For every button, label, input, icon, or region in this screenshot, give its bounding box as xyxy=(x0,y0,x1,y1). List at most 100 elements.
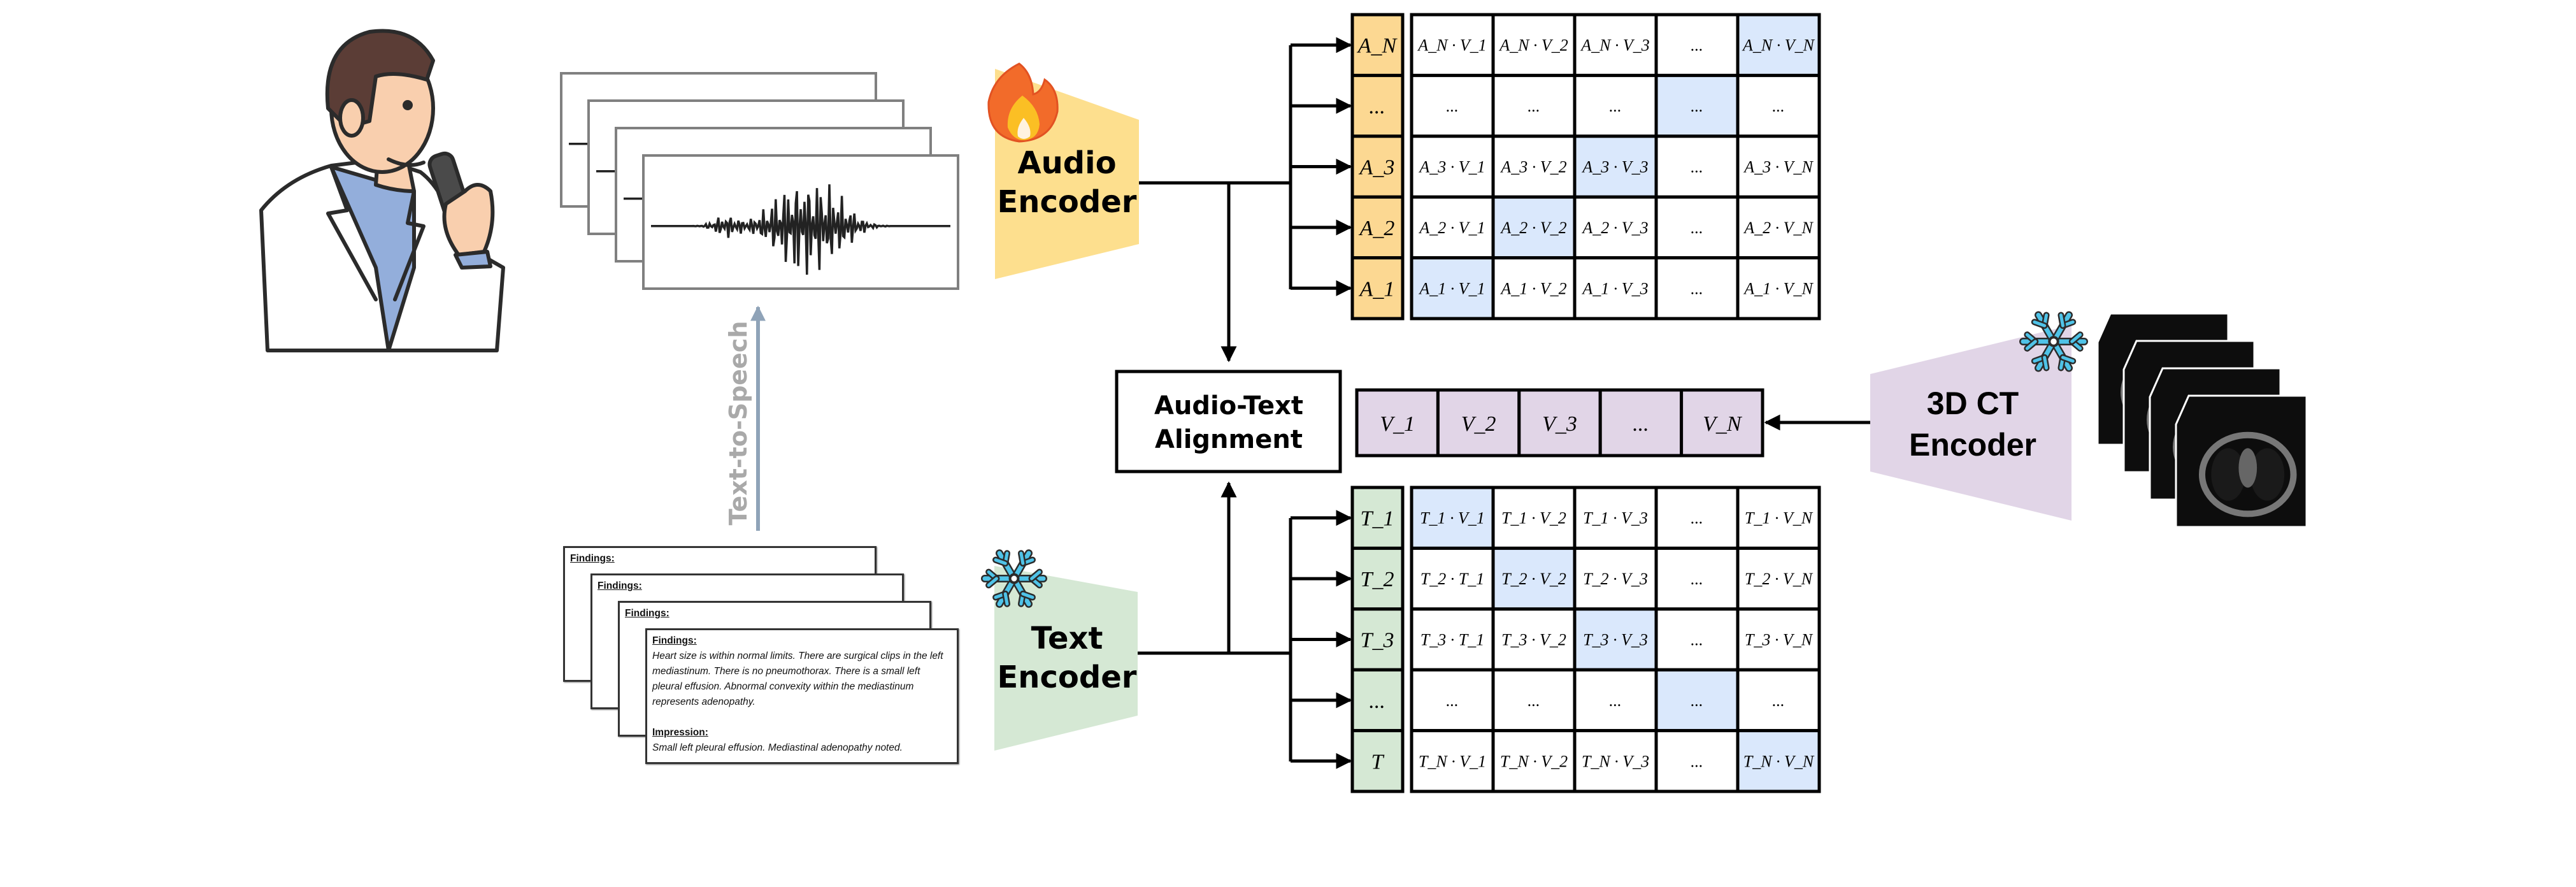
text-token-label: T_1 xyxy=(1361,507,1394,531)
matrix-cell-label: T_2 · V_2 xyxy=(1501,570,1566,588)
matrix-cell-highlighted xyxy=(1410,256,1495,321)
text-token-label: T_2 xyxy=(1361,568,1394,591)
matrix-cell-label: T_3 · V_3 xyxy=(1583,631,1648,649)
matrix-cell xyxy=(1736,668,1821,733)
text-token-label: T_3 xyxy=(1361,629,1394,653)
matrix-cell-label: ... xyxy=(1691,691,1703,710)
matrix-cell-label: T_2 · V_N xyxy=(1745,570,1814,588)
audio-encoder-label-line1: Audio xyxy=(1017,145,1116,181)
matrix-cell-label: T_2 · V_3 xyxy=(1583,570,1648,588)
matrix-cell-label: ... xyxy=(1691,509,1703,528)
fire-icon xyxy=(987,62,1059,143)
text-to-speech-label: Text-to-Speech xyxy=(724,321,752,526)
snowflake-icon xyxy=(2019,311,2088,372)
matrix-cell xyxy=(1736,486,1821,550)
matrix-cell-label: A_3 · V_1 xyxy=(1418,158,1485,177)
audio-token-cell xyxy=(1350,73,1405,138)
matrix-cell xyxy=(1573,546,1658,611)
matrix-cell-label: T_3 · T_1 xyxy=(1420,631,1484,649)
audio-token-label: A_2 xyxy=(1359,217,1395,240)
text-token-label: ... xyxy=(1369,689,1385,713)
matrix-cell-label: A_N · V_2 xyxy=(1498,36,1568,55)
audio-token-cell xyxy=(1350,256,1405,321)
vision-token-label: V_1 xyxy=(1380,412,1415,436)
matrix-cell-label: A_2 · V_3 xyxy=(1581,219,1648,237)
waveform-line xyxy=(651,184,950,275)
matrix-cell-label: ... xyxy=(1772,97,1785,115)
audio-token-label: A_N xyxy=(1357,34,1398,58)
matrix-cell xyxy=(1573,256,1658,321)
matrix-cell xyxy=(1736,195,1821,260)
matrix-cell-label: ... xyxy=(1691,279,1703,298)
matrix-cell-label: A_1 · V_N xyxy=(1743,279,1814,298)
matrix-cell xyxy=(1410,13,1495,77)
audio-text-alignment-box xyxy=(1115,370,1342,473)
matrix-cell-label: A_N · V_N xyxy=(1742,36,1815,55)
ct-slice xyxy=(2175,394,2308,528)
text-token-cell xyxy=(1350,607,1405,672)
audio-token-label: ... xyxy=(1369,95,1385,119)
report-card: Findings: Heart size is within normal lim… xyxy=(645,628,959,764)
matrix-cell xyxy=(1654,256,1740,321)
text-token-cell xyxy=(1350,729,1405,793)
matrix-cell-label: ... xyxy=(1691,36,1703,55)
matrix-cell-label: T_N · V_3 xyxy=(1582,752,1649,770)
findings-title: Findings: xyxy=(570,553,615,564)
vision-token-label: V_3 xyxy=(1542,412,1577,436)
text-token-cell xyxy=(1350,668,1405,733)
audio-encoder-label-line2: Encoder xyxy=(998,184,1137,220)
matrix-cell-label: T_1 · V_2 xyxy=(1501,509,1566,528)
matrix-cell-label: ... xyxy=(1691,158,1703,177)
audio-token-label: A_3 xyxy=(1359,156,1395,180)
matrix-cell-label: A_2 · V_1 xyxy=(1418,219,1485,237)
matrix-cell-label: ... xyxy=(1772,691,1785,710)
waveform-card xyxy=(642,154,959,290)
doctor-illustration xyxy=(259,29,505,352)
matrix-cell-label: T_1 · V_3 xyxy=(1583,509,1648,528)
alignment-label-line1: Audio-Text xyxy=(1154,391,1303,421)
matrix-cell xyxy=(1654,195,1740,260)
vision-token-label: V_N xyxy=(1703,412,1743,436)
matrix-cell-highlighted xyxy=(1573,607,1658,672)
findings-text: Heart size is within normal limits. Ther… xyxy=(652,651,943,707)
matrix-cell-label: A_N · V_1 xyxy=(1417,36,1487,55)
vision-token-label: V_2 xyxy=(1461,412,1496,436)
matrix-cell-label: A_1 · V_3 xyxy=(1581,279,1648,298)
vision-token-cell xyxy=(1355,388,1440,458)
matrix-cell xyxy=(1491,668,1577,733)
matrix-cell xyxy=(1736,546,1821,611)
ct-scan-stack xyxy=(2096,312,2308,528)
vision-token-cell xyxy=(1598,388,1684,458)
matrix-cell-label: A_3 · V_2 xyxy=(1499,158,1566,177)
alignment-label-line2: Alignment xyxy=(1155,425,1303,454)
ct-encoder xyxy=(1870,325,2072,521)
spacer xyxy=(652,710,952,725)
matrix-cell xyxy=(1573,486,1658,550)
matrix-cell xyxy=(1410,668,1495,733)
audio-waveform-stack xyxy=(560,72,959,290)
matrix-cell-label: ... xyxy=(1691,570,1703,588)
matrix-cell-label: T_N · V_2 xyxy=(1500,752,1568,770)
matrix-cell-label: T_3 · V_N xyxy=(1745,631,1814,649)
text-encoder-label-line2: Encoder xyxy=(998,660,1137,695)
ct-encoder-label-line2: Encoder xyxy=(1909,427,2036,463)
matrix-cell-label: A_N · V_3 xyxy=(1580,36,1650,55)
matrix-cell-label: A_3 · V_3 xyxy=(1581,158,1648,177)
matrix-cell-label: ... xyxy=(1691,97,1703,115)
findings-title: Findings: xyxy=(625,608,669,619)
matrix-cell xyxy=(1410,607,1495,672)
matrix-cell-label: A_2 · V_N xyxy=(1743,219,1814,237)
matrix-cell xyxy=(1410,134,1495,199)
matrix-cell-label: A_1 · V_1 xyxy=(1418,279,1485,298)
matrix-cell xyxy=(1491,607,1577,672)
vision-token-label: ... xyxy=(1633,412,1649,436)
findings-title: Findings: xyxy=(597,581,642,591)
matrix-cell-label: T_2 · T_1 xyxy=(1420,570,1484,588)
findings-title: Findings: xyxy=(652,635,697,646)
snowflake-icon xyxy=(981,549,1047,608)
audio-token-cell xyxy=(1350,134,1405,199)
